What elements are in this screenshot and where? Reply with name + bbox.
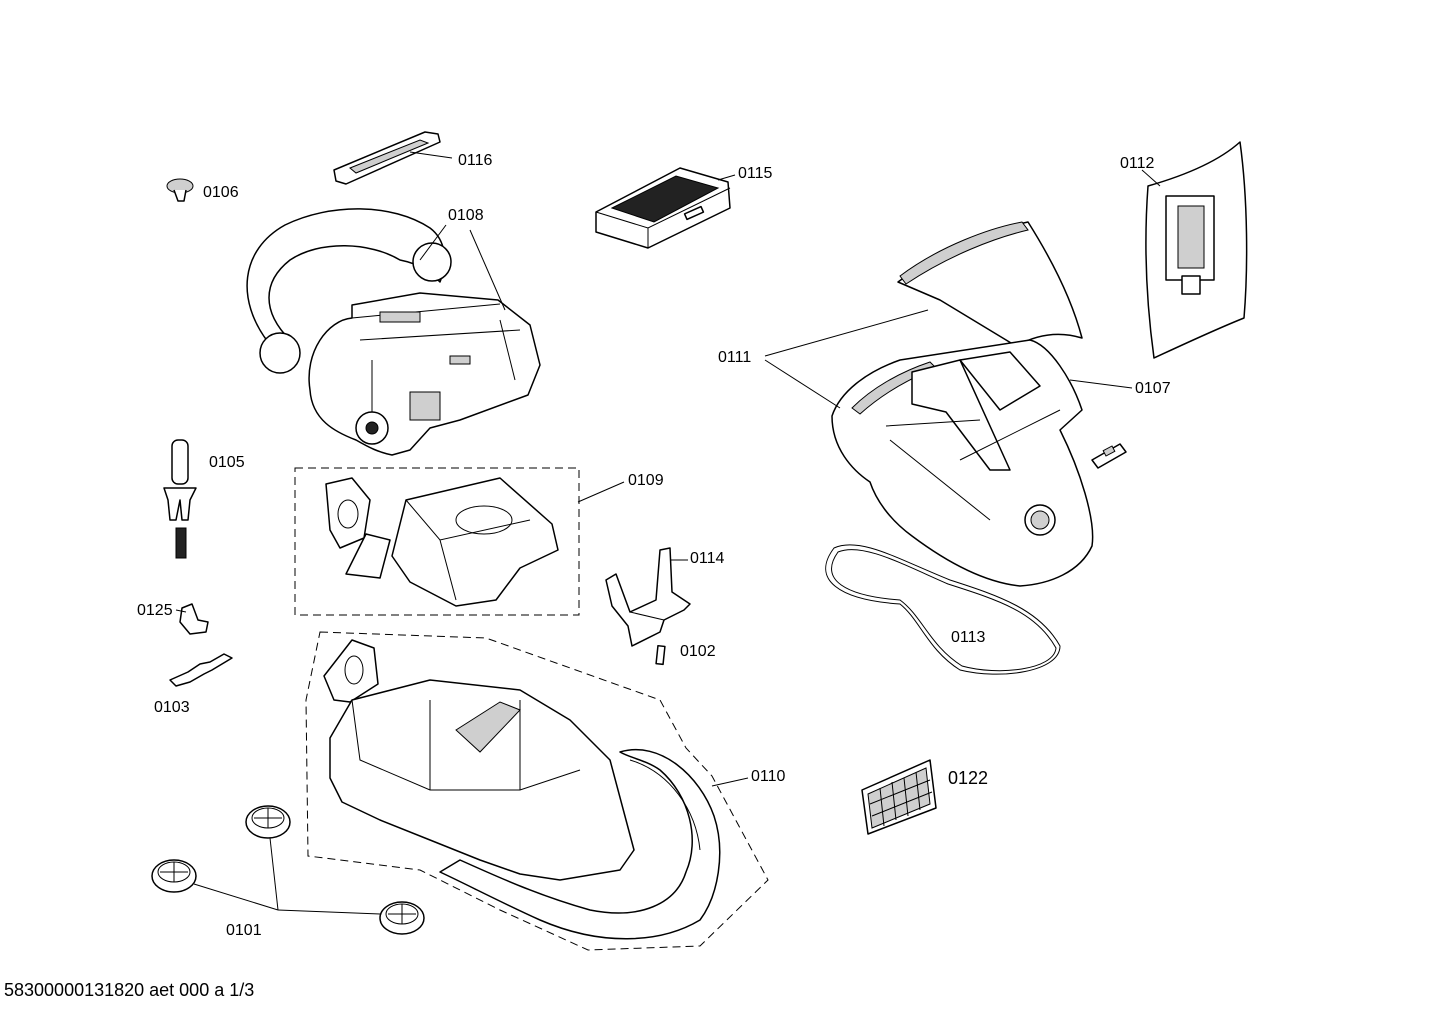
part-0108-upper-housing[interactable]	[246, 208, 541, 456]
part-0111-lid[interactable]	[897, 221, 1083, 347]
part-0110-lower-housing[interactable]	[305, 631, 769, 951]
label-0106: 0106	[203, 184, 239, 201]
label-0110: 0110	[751, 768, 786, 785]
label-0108: 0108	[448, 207, 484, 224]
label-0111: 0111	[718, 349, 751, 366]
label-0103: 0103	[154, 699, 190, 716]
leader-0111-a	[764, 309, 929, 357]
wheel-2	[151, 859, 197, 893]
wheel-1	[245, 805, 291, 839]
part-0113-seal-gasket[interactable]	[825, 544, 1061, 675]
part-0116-handle-cover[interactable]	[333, 131, 453, 185]
part-0102-clip[interactable]	[655, 644, 666, 666]
label-0109: 0109	[628, 472, 664, 489]
label-0102: 0102	[680, 643, 716, 660]
label-0101: 0101	[226, 922, 262, 939]
part-0125-latch[interactable]	[175, 603, 209, 635]
part-0122-motor-filter[interactable]	[861, 759, 937, 835]
label-0122: 0122	[948, 768, 988, 788]
label-0114: 0114	[690, 550, 725, 567]
part-0112-dust-bag[interactable]	[1141, 141, 1248, 359]
label-0115: 0115	[738, 165, 773, 182]
part-0105-pin[interactable]	[163, 439, 197, 559]
part-0106-knob[interactable]	[166, 178, 194, 202]
part-0107-rear-housing[interactable]	[831, 339, 1133, 587]
label-0116: 0116	[458, 152, 493, 169]
label-0105: 0105	[209, 454, 245, 471]
label-0113: 0113	[951, 629, 986, 646]
part-0109-frame-group[interactable]	[294, 467, 625, 616]
document-code: 58300000131820 aet 000 a 1/3	[4, 980, 255, 1000]
label-0112: 0112	[1120, 155, 1155, 172]
leader-0111-b	[764, 359, 841, 409]
label-0107: 0107	[1135, 380, 1171, 397]
part-0101-castor-wheels[interactable]	[151, 805, 425, 935]
part-0103-cable-lug[interactable]	[169, 653, 233, 687]
part-0114-bag-holder[interactable]	[605, 547, 691, 647]
label-0125: 0125	[137, 602, 173, 619]
part-0115-exhaust-filter[interactable]	[595, 167, 736, 249]
wheel-3	[379, 901, 425, 935]
